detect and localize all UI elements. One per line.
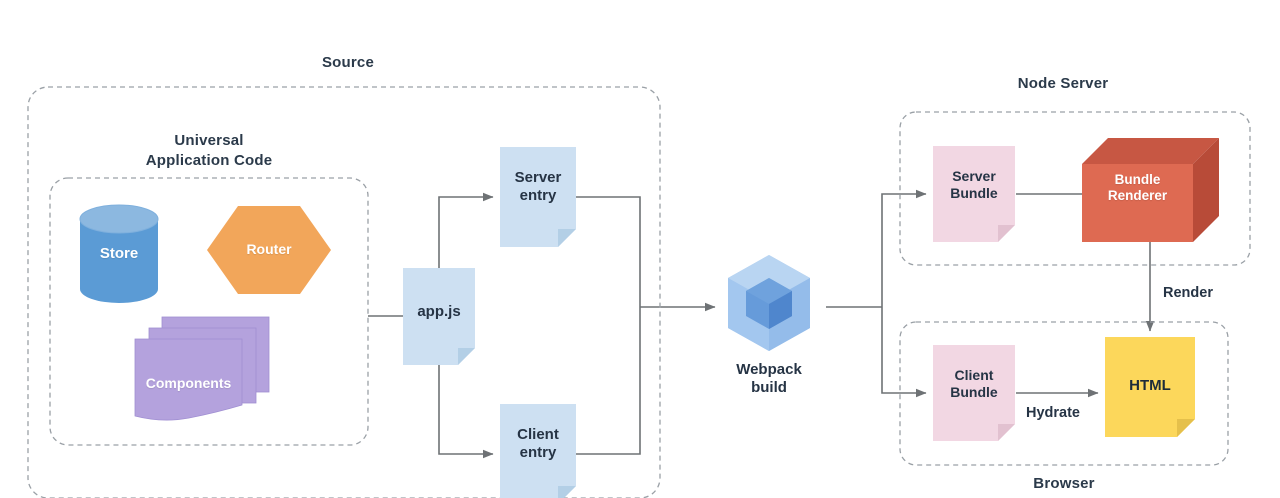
edge-appjs-to-client-entry xyxy=(438,365,494,459)
group-box-node-server xyxy=(899,111,1251,266)
edge-label-hydrate: Hydrate xyxy=(1026,405,1080,421)
group-title-universal: Universal Application Code xyxy=(145,132,273,170)
node-store[interactable] xyxy=(79,204,159,303)
node-router[interactable] xyxy=(207,206,331,294)
node-client-entry[interactable] xyxy=(500,404,576,498)
node-client-bundle[interactable] xyxy=(933,345,1015,441)
node-webpack[interactable] xyxy=(724,253,814,353)
edge-split-to-server-bundle xyxy=(881,189,927,307)
node-html[interactable] xyxy=(1105,337,1195,437)
edge-split-to-client-bundle xyxy=(881,307,927,398)
edge-appjs-to-server-entry xyxy=(438,192,494,268)
node-app-js[interactable] xyxy=(403,268,475,365)
node-bundle-renderer[interactable] xyxy=(1082,138,1219,242)
edge-client-entry-to-bus xyxy=(576,307,641,455)
group-title-node-server: Node Server xyxy=(1017,75,1109,92)
group-box-browser xyxy=(899,321,1229,466)
node-server-entry[interactable] xyxy=(500,147,576,247)
group-box-universal xyxy=(49,177,369,446)
node-components[interactable] xyxy=(134,316,275,432)
group-title-browser: Browser xyxy=(1033,475,1095,492)
edge-server-entry-to-bus xyxy=(576,196,641,307)
edge-label-render: Render xyxy=(1163,285,1213,301)
node-server-bundle[interactable] xyxy=(933,146,1015,242)
group-title-source: Source xyxy=(321,54,375,71)
